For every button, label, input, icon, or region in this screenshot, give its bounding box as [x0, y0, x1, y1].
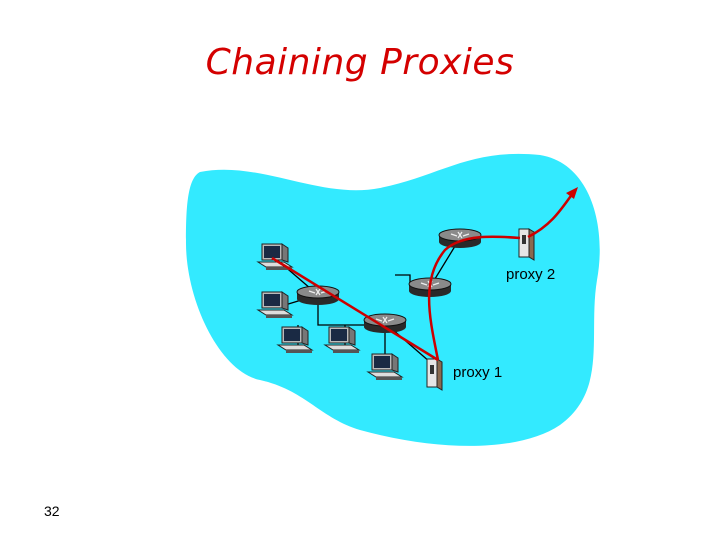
network-cloud [186, 154, 600, 446]
page-number: 32 [44, 503, 60, 519]
proxy-2-label: proxy 2 [506, 266, 555, 283]
router-bottom [364, 314, 406, 333]
proxy-1-server [427, 359, 442, 390]
proxy-1-label: proxy 1 [453, 364, 502, 381]
